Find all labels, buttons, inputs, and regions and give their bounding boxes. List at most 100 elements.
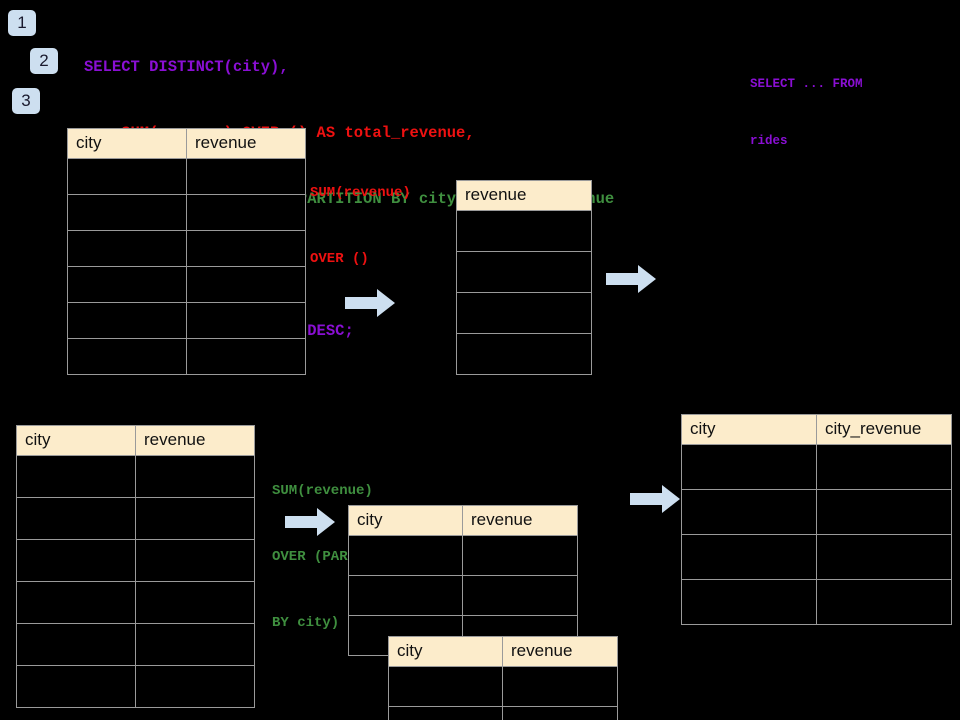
- cell-city: [67, 338, 187, 375]
- cell-city: [67, 194, 187, 231]
- callout-select-from-rides: SELECT ... FROM rides: [750, 37, 863, 189]
- column-header-city: city: [348, 505, 463, 536]
- table-row: [348, 535, 578, 576]
- column-header-city: city: [681, 414, 817, 445]
- cell-revenue: [456, 251, 592, 293]
- cell-city: [388, 666, 503, 707]
- column-header-city: city: [388, 636, 503, 667]
- cell-city: [16, 539, 136, 582]
- column-header-revenue: revenue: [186, 128, 306, 159]
- arrow-rides-to-partition: [285, 508, 335, 536]
- column-header-city: city: [16, 425, 136, 456]
- callout-sum-over-partition-line-3: BY city): [272, 615, 340, 631]
- cell-revenue: [502, 706, 618, 720]
- cell-revenue: [135, 581, 255, 624]
- table-partition-front: city revenue: [388, 636, 618, 720]
- cell-revenue: [135, 539, 255, 582]
- cell-city-revenue: [816, 579, 952, 625]
- cell-revenue: [135, 623, 255, 666]
- cell-revenue: [186, 194, 306, 231]
- sql-line-1: SELECT DISTINCT(city),: [84, 58, 289, 76]
- step-badge-3: 3: [12, 88, 40, 114]
- cell-city: [16, 623, 136, 666]
- column-header-revenue: revenue: [502, 636, 618, 667]
- callout-sum-over-empty-line-1: SUM(revenue): [310, 185, 411, 201]
- table-row: [67, 266, 306, 303]
- cell-city-revenue: [816, 489, 952, 535]
- step-badge-2: 2: [30, 48, 58, 74]
- table-row: [16, 623, 255, 666]
- table-row: [681, 444, 952, 490]
- cell-revenue: [186, 266, 306, 303]
- cell-revenue: [186, 230, 306, 267]
- table-header-row: revenue: [456, 180, 592, 211]
- cell-revenue: [186, 338, 306, 375]
- cell-city: [348, 535, 463, 576]
- cell-city: [681, 534, 817, 580]
- table-header-row: city revenue: [16, 425, 255, 456]
- table-rides-top: city revenue: [67, 128, 306, 375]
- table-row: [348, 575, 578, 616]
- table-row: [67, 194, 306, 231]
- table-row: [16, 539, 255, 582]
- cell-revenue: [456, 210, 592, 252]
- table-header-row: city revenue: [388, 636, 618, 667]
- cell-revenue: [456, 333, 592, 375]
- cell-city: [681, 489, 817, 535]
- cell-revenue: [186, 158, 306, 195]
- cell-city: [67, 158, 187, 195]
- table-row: [681, 579, 952, 625]
- table-partition-back: city revenue: [348, 505, 578, 656]
- column-header-city-revenue: city_revenue: [816, 414, 952, 445]
- column-header-revenue: revenue: [135, 425, 255, 456]
- cell-city: [67, 302, 187, 339]
- table-row: [16, 455, 255, 498]
- table-total-revenue: revenue: [456, 180, 592, 375]
- cell-revenue: [135, 455, 255, 498]
- cell-city: [348, 575, 463, 616]
- cell-city-revenue: [816, 444, 952, 490]
- table-row: [67, 338, 306, 375]
- callout-sum-over-partition-line-1: SUM(revenue): [272, 483, 373, 499]
- cell-city: [67, 266, 187, 303]
- cell-city: [67, 230, 187, 267]
- cell-revenue: [502, 666, 618, 707]
- table-row: [16, 497, 255, 540]
- cell-city: [16, 455, 136, 498]
- cell-city: [681, 444, 817, 490]
- table-rides-bottom: city revenue: [16, 425, 255, 708]
- cell-revenue: [135, 497, 255, 540]
- table-row: [456, 292, 592, 334]
- step-badge-1: 1: [8, 10, 36, 36]
- table-row: [388, 706, 618, 720]
- table-result: city city_revenue: [681, 414, 952, 625]
- table-row: [67, 230, 306, 267]
- callout-select-from-rides-line-1: SELECT ... FROM: [750, 77, 863, 91]
- arrow-total-to-result: [606, 265, 656, 293]
- callout-select-from-rides-line-2: rides: [750, 134, 788, 148]
- table-header-row: city revenue: [67, 128, 306, 159]
- cell-city: [16, 581, 136, 624]
- cell-revenue: [186, 302, 306, 339]
- cell-city: [388, 706, 503, 720]
- table-row: [16, 581, 255, 624]
- table-row: [681, 534, 952, 580]
- arrow-partition-to-result: [630, 485, 680, 513]
- cell-revenue: [462, 535, 578, 576]
- column-header-city: city: [67, 128, 187, 159]
- table-row: [67, 302, 306, 339]
- column-header-revenue: revenue: [462, 505, 578, 536]
- table-row: [456, 210, 592, 252]
- cell-city-revenue: [816, 534, 952, 580]
- cell-city: [16, 665, 136, 708]
- cell-revenue: [462, 575, 578, 616]
- cell-revenue: [135, 665, 255, 708]
- cell-revenue: [456, 292, 592, 334]
- table-header-row: city city_revenue: [681, 414, 952, 445]
- table-row: [681, 489, 952, 535]
- callout-sum-over-empty: SUM(revenue) OVER (): [310, 138, 411, 314]
- table-row: [67, 158, 306, 195]
- table-row: [456, 333, 592, 375]
- table-row: [388, 666, 618, 707]
